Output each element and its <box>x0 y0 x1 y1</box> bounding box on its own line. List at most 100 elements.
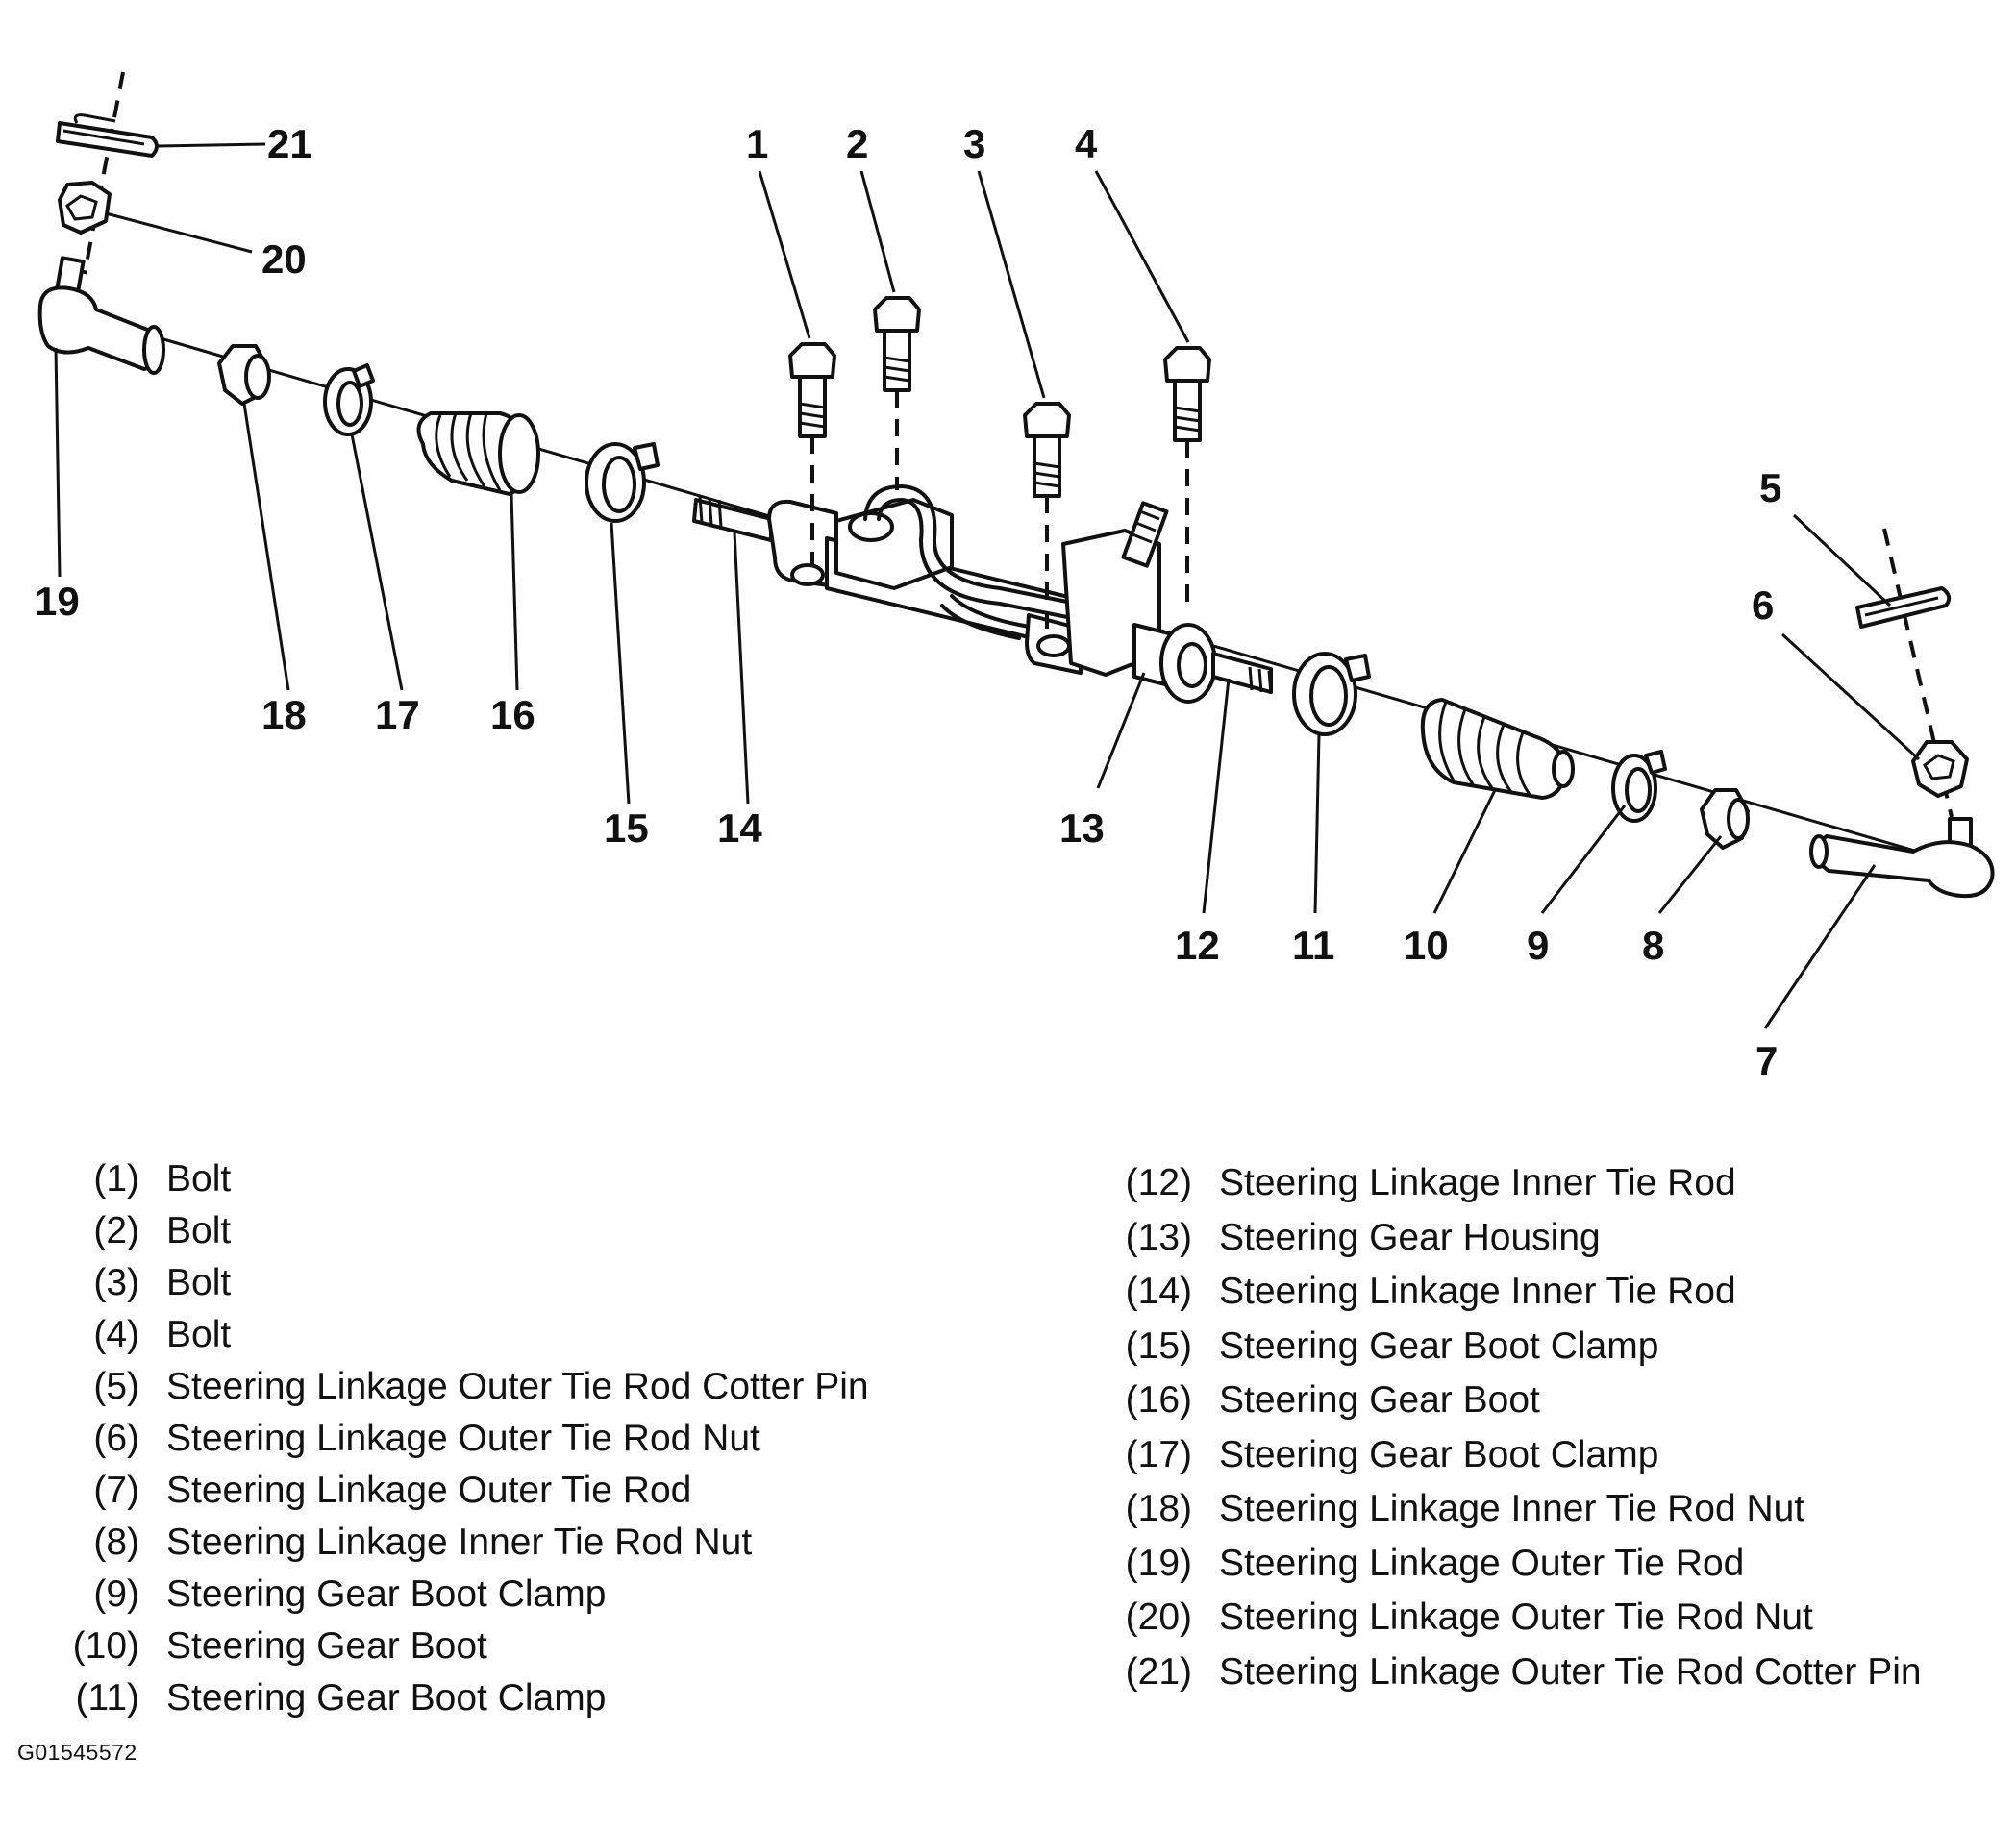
legend-number: (5) <box>93 1366 139 1407</box>
legend-label: Steering Linkage Outer Tie Rod Nut <box>166 1418 760 1459</box>
legend-label: Bolt <box>166 1262 232 1303</box>
legend-right-column: (12)Steering Linkage Inner Tie Rod (13) St… <box>1115 1156 2009 1699</box>
callout-10: 10 <box>1404 923 1449 968</box>
steering-gear-housing <box>767 484 1217 704</box>
callout-11: 11 <box>1292 923 1334 968</box>
boot-clamp-15 <box>585 442 660 523</box>
cotter-pin-right <box>1855 586 1952 629</box>
callout-21: 21 <box>267 121 312 166</box>
bolt-4 <box>1163 346 1211 611</box>
legend-item: (21)Steering Linkage Outer Tie Rod Cotte… <box>1115 1646 2009 1700</box>
legend-item: (10) Steering Gear Boot <box>29 1621 1086 1672</box>
legend-item: (20) Steering Linkage Outer Tie Rod Nut <box>1115 1591 2009 1646</box>
legend-label: Steering Gear Housing <box>1219 1216 1601 1258</box>
legend-number: (11) <box>75 1677 139 1719</box>
outer-tie-rod-left <box>37 71 165 375</box>
legend-number: (2) <box>93 1210 139 1251</box>
outer-tie-rod-right <box>1809 528 1995 899</box>
callout-6: 6 <box>1752 582 1774 628</box>
legend-number: (1) <box>93 1158 139 1200</box>
legend-label: Steering Linkage Outer Tie Rod <box>166 1470 692 1511</box>
inner-tie-rod-nut-right <box>1700 788 1750 850</box>
legend-item: (2) Bolt <box>29 1205 1086 1257</box>
callout-1: 1 <box>746 121 768 166</box>
legend-item: (16)Steering Gear Boot <box>1115 1374 2009 1428</box>
legend-number: (19) <box>1125 1542 1192 1584</box>
bolt-1 <box>788 342 836 567</box>
legend-number: (6) <box>93 1418 139 1459</box>
inner-tie-rod-nut-left <box>217 344 271 406</box>
callout-17: 17 <box>375 692 420 737</box>
legend-label: Steering Linkage Outer Tie Rod Cotter Pi… <box>166 1366 869 1407</box>
legend-item: (1)Bolt <box>29 1153 1086 1205</box>
callout-2: 2 <box>846 121 868 166</box>
boot-clamp-17 <box>323 363 375 436</box>
callout-20: 20 <box>261 236 307 282</box>
legend-label: Bolt <box>166 1210 232 1251</box>
legend-item: (19) Steering Linkage Outer Tie Rod <box>1115 1537 2009 1592</box>
legend-number: (14) <box>1125 1271 1192 1312</box>
steering-gear-exploded-view: 1 2 3 4 5 6 7 8 9 10 11 12 13 14 15 16 1… <box>35 71 1995 1083</box>
legend-label: Steering Gear Boot Clamp <box>1219 1433 1659 1475</box>
legend-number: (7) <box>93 1470 139 1511</box>
callout-18: 18 <box>261 692 307 737</box>
outer-tie-rod-nut-right <box>1911 740 1969 798</box>
legend-number: (4) <box>93 1314 139 1355</box>
legend-number: (20) <box>1125 1597 1192 1638</box>
bolt-2 <box>873 296 921 490</box>
legend-item: (9) Steering Gear Boot Clamp <box>29 1569 1086 1621</box>
legend-label: Steering Gear Boot Clamp <box>166 1677 607 1719</box>
legend-label: Steering Linkage Outer Tie Rod <box>1219 1542 1745 1584</box>
legend-item: (12)Steering Linkage Inner Tie Rod <box>1115 1156 2009 1211</box>
callout-14: 14 <box>717 805 762 851</box>
cotter-pin-left <box>56 113 159 158</box>
legend-number: (13) <box>1125 1216 1192 1258</box>
inner-tie-rod-14 <box>692 495 773 542</box>
callout-4: 4 <box>1075 121 1098 166</box>
boot-clamp-9 <box>1611 750 1667 823</box>
legend-number: (9) <box>93 1573 139 1615</box>
legend-item: (14)Steering Linkage Inner Tie Rod <box>1115 1265 2009 1320</box>
callout-16: 16 <box>490 692 535 737</box>
legend-label: Steering Linkage Outer Tie Rod Nut <box>1219 1597 1813 1638</box>
figure-id: G01545572 <box>17 1740 137 1765</box>
legend-item: (15) Steering Gear Boot Clamp <box>1115 1320 2009 1374</box>
boot-clamp-11 <box>1292 652 1371 736</box>
legend-label: Steering Linkage Outer Tie Rod Cotter Pi… <box>1219 1650 1922 1693</box>
legend-label: Steering Linkage Inner Tie Rod Nut <box>1219 1488 1805 1529</box>
legend-item: (11) Steering Gear Boot Clamp <box>29 1672 1086 1724</box>
legend-item: (17) Steering Gear Boot Clamp <box>1115 1428 2009 1483</box>
legend-label: Steering Gear Boot Clamp <box>166 1573 607 1615</box>
outer-tie-rod-nut-left <box>58 181 112 235</box>
callout-19: 19 <box>35 579 80 624</box>
legend-number: (18) <box>1125 1488 1192 1529</box>
legend-number: (3) <box>93 1262 139 1303</box>
legend-number: (17) <box>1125 1433 1192 1475</box>
legend-label: Steering Gear Boot <box>1219 1379 1540 1421</box>
legend-label: Steering Linkage Inner Tie Rod Nut <box>166 1522 753 1563</box>
legend-label: Steering Gear Boot <box>166 1625 487 1667</box>
legend-item: (18) Steering Linkage Inner Tie Rod Nut <box>1115 1482 2009 1537</box>
legend-left-column: (1)Bolt (2) Bolt (3) Bolt (4) Bolt (5) Steering … <box>29 1153 1086 1724</box>
legend-item: (7) Steering Linkage Outer Tie Rod <box>29 1465 1086 1517</box>
callout-7: 7 <box>1755 1038 1778 1083</box>
legend-number: (10) <box>72 1625 139 1667</box>
legend-item: (5) Steering Linkage Outer Tie Rod Cotter… <box>29 1361 1086 1413</box>
legend-label: Steering Gear Boot Clamp <box>1219 1324 1659 1367</box>
legend-label: Bolt <box>166 1314 232 1355</box>
legend-item: (4) Bolt <box>29 1309 1086 1361</box>
legend-number: (15) <box>1125 1324 1192 1367</box>
callout-3: 3 <box>963 121 985 166</box>
legend-item: (13) Steering Gear Housing <box>1115 1211 2009 1266</box>
legend-number: (8) <box>93 1522 139 1563</box>
legend-item: (6) Steering Linkage Outer Tie Rod Nut <box>29 1413 1086 1465</box>
callout-12: 12 <box>1175 923 1220 968</box>
callout-9: 9 <box>1527 923 1549 968</box>
callout-5: 5 <box>1759 465 1781 510</box>
steering-gear-boot-10 <box>1420 698 1575 800</box>
inner-tie-rod-12 <box>1211 652 1273 695</box>
legend-item: (3) Bolt <box>29 1257 1086 1309</box>
legend-label: Steering Linkage Inner Tie Rod <box>1219 1162 1736 1203</box>
legend-item: (8) Steering Linkage Inner Tie Rod Nut <box>29 1517 1086 1569</box>
